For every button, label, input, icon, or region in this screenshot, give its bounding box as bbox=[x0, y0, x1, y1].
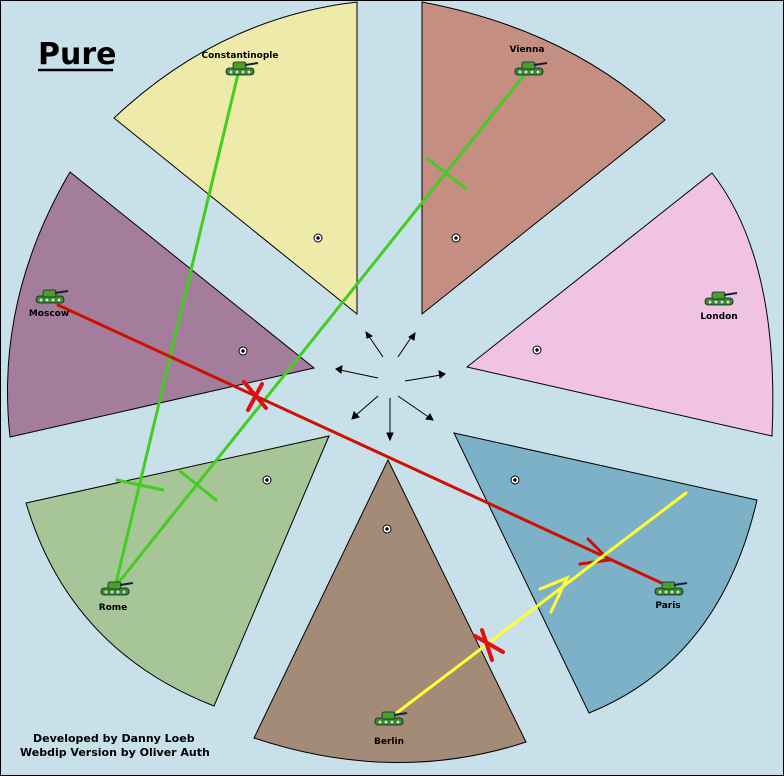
territory-label: London bbox=[700, 312, 737, 322]
failed-move-cross-icon bbox=[242, 380, 268, 412]
territory-label: Paris bbox=[655, 601, 680, 611]
army-unit-icon[interactable] bbox=[100, 581, 134, 596]
supply-center-icon bbox=[382, 524, 392, 534]
compass-arrows-icon bbox=[335, 330, 446, 442]
order-berlin-support bbox=[388, 491, 688, 720]
territory-constantinople[interactable] bbox=[113, 1, 358, 316]
order-vienna-move bbox=[113, 72, 527, 589]
cut-support-cross-icon bbox=[473, 628, 505, 662]
territory-label: Berlin bbox=[374, 737, 404, 747]
failed-order-marks bbox=[242, 380, 505, 662]
army-unit-icon[interactable] bbox=[654, 581, 688, 596]
supply-center-icon bbox=[262, 475, 272, 485]
territory-label: Vienna bbox=[510, 45, 545, 55]
orders-layer bbox=[56, 72, 688, 720]
supply-center-icon bbox=[238, 346, 248, 356]
supply-center-icon bbox=[313, 233, 323, 243]
territory-paris[interactable] bbox=[453, 432, 758, 714]
army-unit-icon[interactable] bbox=[225, 61, 259, 76]
territory-label: Rome bbox=[99, 603, 128, 613]
map-title: Pure bbox=[38, 37, 117, 72]
army-unit-icon[interactable] bbox=[704, 291, 738, 306]
supply-center-icon bbox=[510, 475, 520, 485]
supply-center-icon bbox=[451, 233, 461, 243]
order-constantinople-move bbox=[113, 72, 240, 589]
army-unit-icon[interactable] bbox=[514, 61, 548, 76]
territory-rome[interactable] bbox=[25, 435, 330, 707]
army-unit-icon[interactable] bbox=[374, 711, 408, 726]
territory-berlin[interactable] bbox=[253, 458, 527, 764]
order-moscow-move bbox=[56, 303, 668, 587]
territory-moscow[interactable] bbox=[7, 171, 316, 438]
credit-developer: Developed by Danny Loeb bbox=[33, 732, 195, 745]
units-layer bbox=[35, 61, 738, 726]
territory-london[interactable] bbox=[465, 172, 774, 437]
territory-label: Constantinople bbox=[202, 51, 279, 61]
army-unit-icon[interactable] bbox=[35, 289, 69, 304]
territory-vienna[interactable] bbox=[421, 1, 666, 316]
credit-webdip: Webdip Version by Oliver Auth bbox=[20, 746, 210, 759]
supply-center-icon bbox=[532, 345, 542, 355]
territory-label: Moscow bbox=[29, 309, 69, 319]
supply-center-icons bbox=[238, 233, 542, 534]
territory-labels: Constantinople Vienna London Paris Berli… bbox=[29, 45, 738, 747]
